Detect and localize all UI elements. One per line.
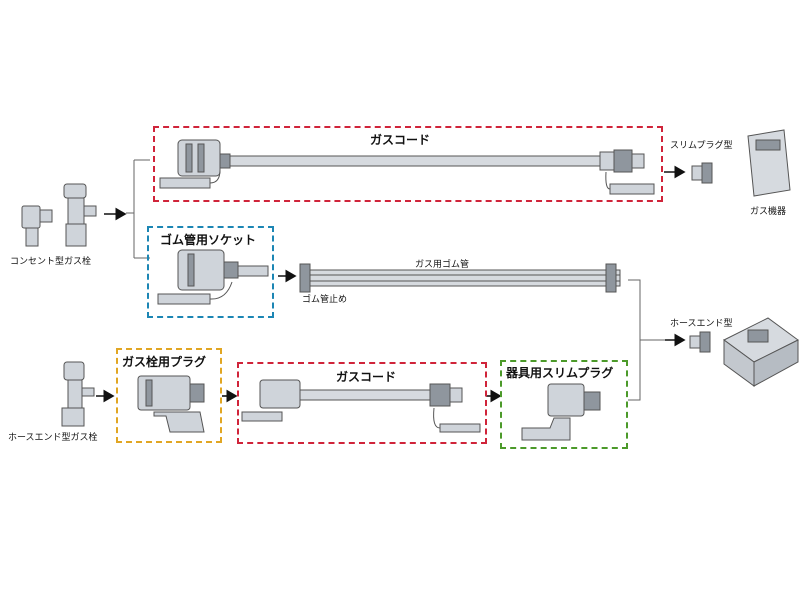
appliance-slim-plug-label: 器具用スリムプラグ xyxy=(506,366,614,380)
gas-valve-plug-label: ガス栓用プラグ xyxy=(122,355,207,369)
tube-clamp-label: ゴム管止め xyxy=(302,295,348,305)
rubber-socket-label: ゴム管用ソケット xyxy=(160,233,257,247)
bracket-right xyxy=(628,279,641,401)
outlet-valve-illustration xyxy=(21,183,97,247)
hose-end-appliance-illustration xyxy=(723,317,799,387)
gas-valve-plug-box xyxy=(116,348,222,443)
gas-cord-top-box xyxy=(153,126,663,202)
outlet-valve-label: コンセント型ガス栓 xyxy=(10,257,92,267)
gas-appliance-label: ガス機器 xyxy=(750,207,787,217)
hose-valve-illustration xyxy=(61,361,95,427)
appliance-slim-plug-box xyxy=(500,360,628,449)
appliance-slim-plug-illustration xyxy=(521,383,601,441)
hose-end-plug-illustration xyxy=(689,331,711,353)
gas-cord-top-illustration xyxy=(159,139,655,195)
gas-cord-bottom-label: ガスコード xyxy=(336,370,397,384)
gas-cord-bottom-illustration xyxy=(241,379,481,433)
gas-cord-bottom-box xyxy=(237,362,487,444)
hose-end-type-label: ホースエンド型 xyxy=(670,319,733,329)
rubber-socket-illustration xyxy=(157,249,269,305)
rubber-tube-illustration xyxy=(299,263,621,293)
hose-end-valve-label: ホースエンド型ガス栓 xyxy=(8,433,98,443)
slim-plug-illustration xyxy=(691,162,713,184)
gas-appliance-illustration xyxy=(747,129,791,197)
rubber-socket-box xyxy=(147,226,274,318)
slim-plug-type-label: スリムプラグ型 xyxy=(670,141,733,151)
gas-valve-plug-illustration xyxy=(137,375,205,433)
gas-cord-top-label: ガスコード xyxy=(370,133,431,147)
rubber-tube-label: ガス用ゴム管 xyxy=(415,260,470,270)
